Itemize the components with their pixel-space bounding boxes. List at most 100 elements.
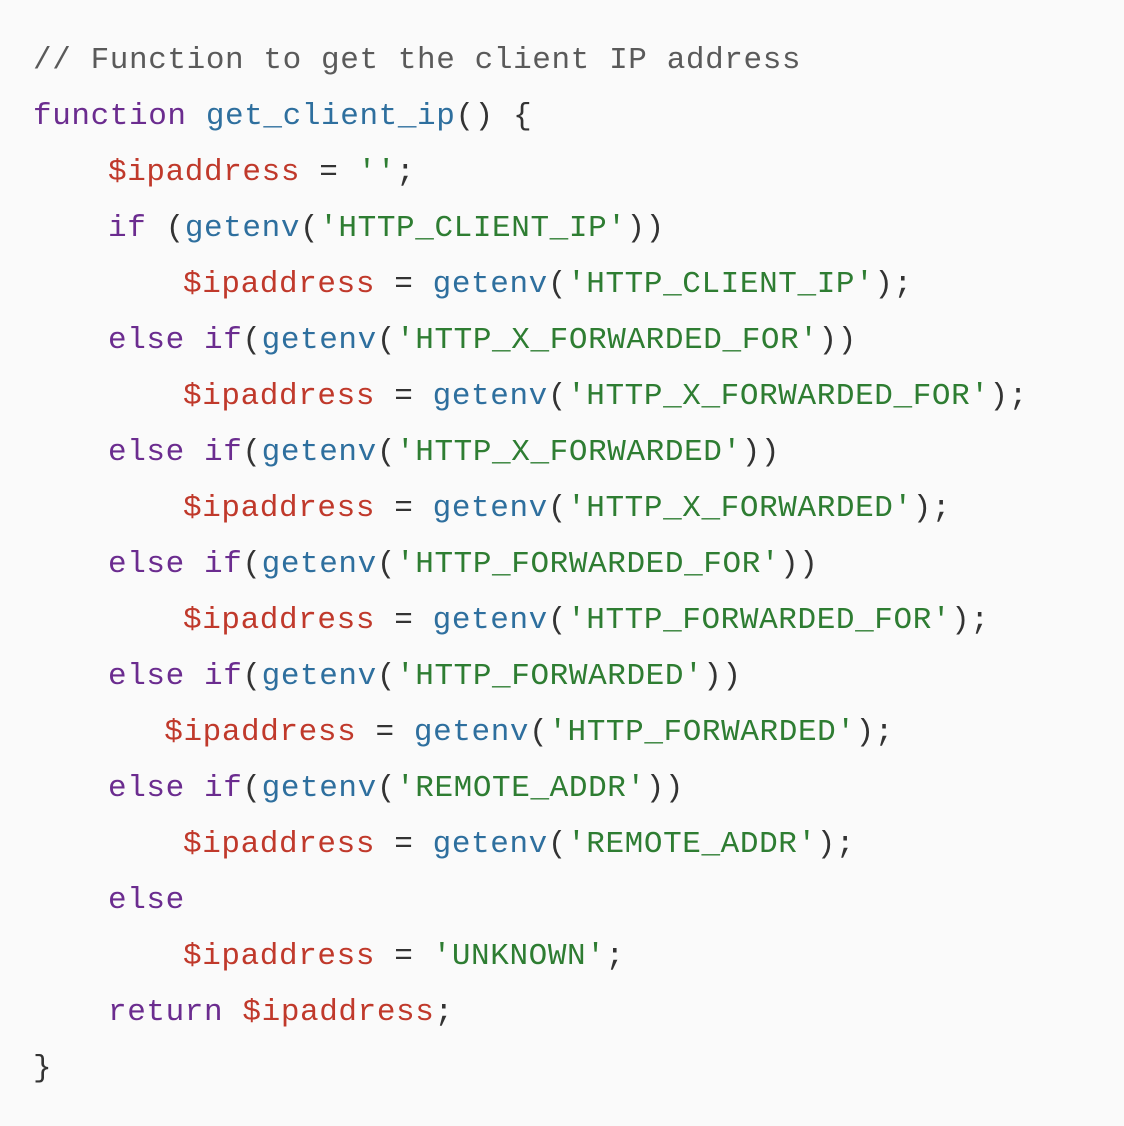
code-token-function: get_client_ip (205, 99, 456, 134)
code-token-punct: = (375, 603, 433, 638)
code-token-function: getenv (261, 659, 377, 694)
code-token-keyword: else if (108, 547, 243, 582)
code-token-punct: ( (376, 323, 397, 358)
code-token-punct: = (375, 491, 433, 526)
code-token-function: getenv (432, 491, 548, 526)
code-line: return $ipaddress; (33, 992, 1124, 1048)
code-token-punct: )) (818, 323, 857, 358)
code-token-punct: = (375, 267, 433, 302)
code-token-string: 'HTTP_FORWARDED_FOR' (396, 547, 781, 582)
code-line: function get_client_ip() { (33, 96, 1124, 152)
code-token-comment: // Function to get the client IP address (33, 43, 802, 78)
code-token-punct: = (356, 715, 414, 750)
code-token-punct: )) (780, 547, 819, 582)
code-token-punct: ( (376, 435, 397, 470)
code-token-function: getenv (432, 603, 548, 638)
code-token-keyword: if (108, 211, 166, 246)
code-token-variable: $ipaddress (183, 603, 376, 638)
code-token-function: getenv (413, 715, 530, 750)
code-token-keyword: else (108, 883, 185, 918)
code-token-string: 'HTTP_FORWARDED' (396, 659, 704, 694)
code-token-keyword: else if (108, 659, 243, 694)
code-token-punct: ( (547, 267, 568, 302)
code-token-keyword: else if (108, 323, 243, 358)
code-token-string: '' (357, 155, 397, 190)
code-token-punct: ( (547, 603, 568, 638)
code-token-punct: ( (242, 547, 262, 582)
code-line: // Function to get the client IP address (33, 40, 1124, 96)
code-token-punct: )) (741, 435, 781, 470)
code-token-keyword: else if (108, 771, 243, 806)
code-line: $ipaddress = 'UNKNOWN'; (33, 936, 1124, 992)
code-token-punct: ( (376, 771, 397, 806)
code-line: $ipaddress = getenv('HTTP_X_FORWARDED_FO… (33, 376, 1124, 432)
code-token-function: getenv (432, 267, 548, 302)
code-line: else if(getenv('HTTP_FORWARDED')) (33, 656, 1124, 712)
code-token-string: 'REMOTE_ADDR' (396, 771, 646, 806)
code-token-punct: ); (951, 603, 990, 638)
code-token-punct: ( (376, 659, 397, 694)
code-token-punct: () { (455, 99, 533, 134)
code-token-function: getenv (432, 379, 548, 414)
code-token-punct: ( (242, 323, 262, 358)
code-token-punct: ( (547, 379, 568, 414)
code-line: else if(getenv('HTTP_X_FORWARDED_FOR')) (33, 320, 1124, 376)
code-token-punct: )) (645, 771, 685, 806)
code-token-punct: ( (242, 435, 262, 470)
code-line: $ipaddress = getenv('REMOTE_ADDR'); (33, 824, 1124, 880)
code-token-variable: $ipaddress (242, 995, 435, 1030)
code-line: $ipaddress = ''; (33, 152, 1124, 208)
code-token-keyword: else if (108, 435, 243, 470)
code-token-function: getenv (261, 323, 377, 358)
code-token-punct: ; (434, 995, 454, 1030)
code-token-string: 'HTTP_CLIENT_IP' (567, 267, 875, 302)
code-token-function: getenv (261, 435, 377, 470)
code-line: $ipaddress = getenv('HTTP_FORWARDED_FOR'… (33, 600, 1124, 656)
code-token-string: 'UNKNOWN' (432, 939, 606, 974)
code-token-function: getenv (261, 547, 377, 582)
code-line: $ipaddress = getenv('HTTP_FORWARDED'); (33, 712, 1124, 768)
code-token-string: 'HTTP_X_FORWARDED_FOR' (396, 323, 819, 358)
code-token-punct: ; (396, 155, 416, 190)
code-token-string: 'HTTP_X_FORWARDED_FOR' (567, 379, 990, 414)
code-token-string: 'HTTP_X_FORWARDED' (567, 491, 913, 526)
code-token-punct: )) (703, 659, 742, 694)
code-token-punct: ( (547, 827, 568, 862)
code-token-punct: ( (529, 715, 549, 750)
code-token-variable: $ipaddress (183, 827, 376, 862)
code-line: else (33, 880, 1124, 936)
code-token-punct: ); (855, 715, 894, 750)
code-token-punct: ( (242, 659, 262, 694)
code-token-string: 'HTTP_FORWARDED_FOR' (567, 603, 952, 638)
code-token-punct: ( (300, 211, 320, 246)
code-token-keyword: return (108, 995, 243, 1030)
code-line: else if(getenv('REMOTE_ADDR')) (33, 768, 1124, 824)
code-token-variable: $ipaddress (183, 379, 376, 414)
code-line: } (33, 1048, 1124, 1104)
code-token-punct: ); (989, 379, 1028, 414)
code-token-string: 'HTTP_FORWARDED' (548, 715, 856, 750)
code-token-punct: = (375, 939, 433, 974)
code-token-variable: $ipaddress (164, 715, 357, 750)
code-token-string: 'HTTP_X_FORWARDED' (396, 435, 742, 470)
code-line: else if(getenv('HTTP_FORWARDED_FOR')) (33, 544, 1124, 600)
code-token-punct: = (375, 827, 433, 862)
code-token-punct: } (33, 1051, 53, 1086)
code-token-function: getenv (261, 771, 377, 806)
code-token-variable: $ipaddress (183, 491, 376, 526)
code-token-punct: )) (626, 211, 665, 246)
code-line: $ipaddress = getenv('HTTP_X_FORWARDED'); (33, 488, 1124, 544)
code-token-punct: ( (165, 211, 185, 246)
code-token-variable: $ipaddress (108, 155, 301, 190)
code-token-string: 'REMOTE_ADDR' (567, 827, 817, 862)
code-token-function: getenv (184, 211, 301, 246)
code-token-punct: ; (605, 939, 625, 974)
code-token-punct: = (300, 155, 358, 190)
code-token-punct: ( (376, 547, 397, 582)
code-line: if (getenv('HTTP_CLIENT_IP')) (33, 208, 1124, 264)
code-token-string: 'HTTP_CLIENT_IP' (319, 211, 627, 246)
code-token-punct: ); (816, 827, 856, 862)
code-token-function: getenv (432, 827, 548, 862)
code-line: $ipaddress = getenv('HTTP_CLIENT_IP'); (33, 264, 1124, 320)
